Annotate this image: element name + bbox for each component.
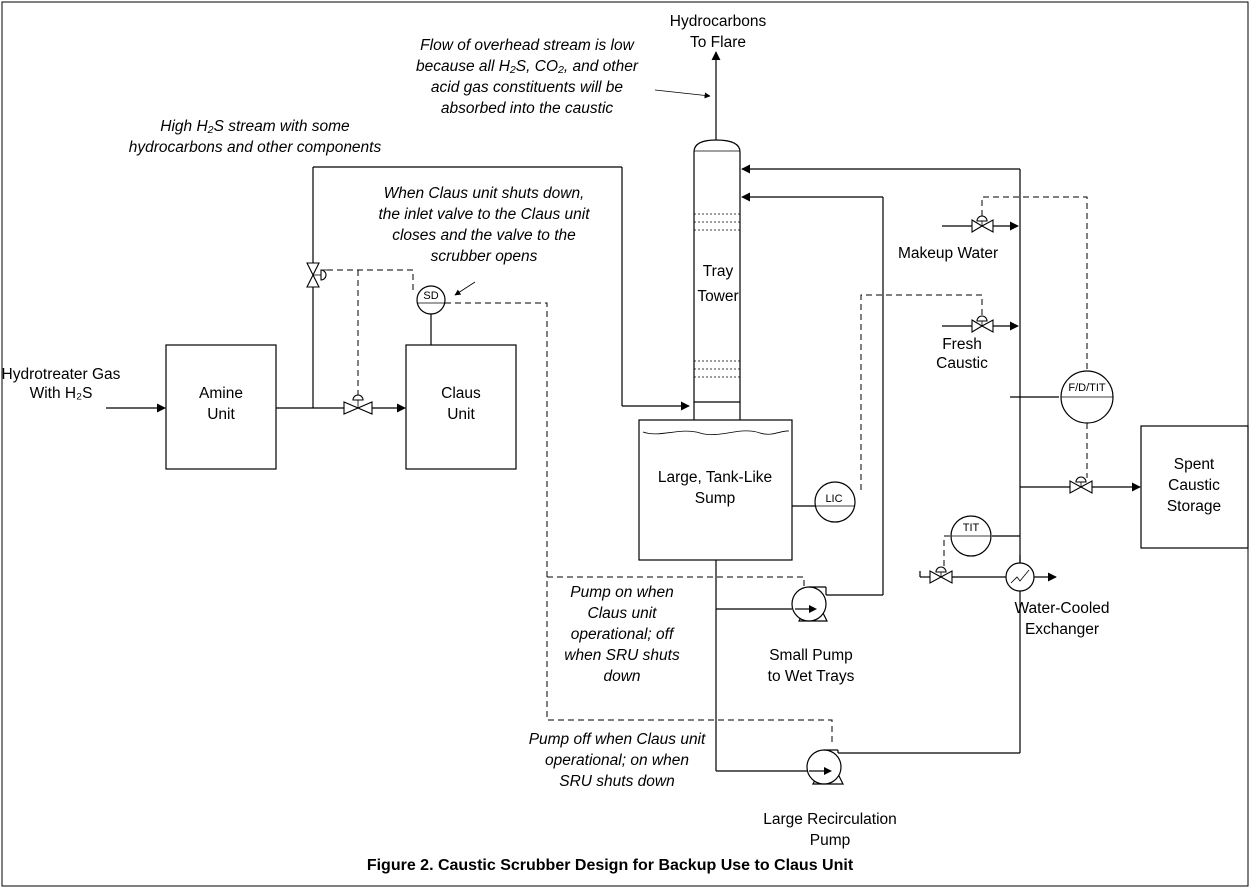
- small-pump[interactable]: [791, 586, 828, 622]
- sump-vessel: [638, 419, 793, 561]
- tray-tower: [693, 139, 741, 403]
- spent-caustic-storage-box: [1140, 425, 1249, 549]
- fdtit-instrument: [1060, 370, 1114, 424]
- sd-instrument: [416, 285, 446, 315]
- spent-caustic-valve[interactable]: [1069, 476, 1093, 494]
- sump-liquid-level: [642, 430, 790, 436]
- claus-inlet-valve[interactable]: [343, 394, 373, 415]
- claus-note-pointer: [454, 281, 476, 296]
- claus-unit-box: [405, 344, 517, 470]
- cooling-water-valve[interactable]: [929, 566, 953, 584]
- fdtit-label: F/D/TIT: [1068, 382, 1106, 394]
- tit-instrument: [950, 515, 992, 557]
- makeup-water-valve[interactable]: [971, 215, 994, 233]
- tit-label: TIT: [963, 522, 980, 534]
- overhead-note-pointer: [654, 89, 711, 99]
- water-cooled-exchanger: [1005, 562, 1035, 592]
- process-lines: [106, 51, 1141, 772]
- signal-lines: [327, 196, 1088, 745]
- amine-unit-box: [165, 344, 277, 470]
- sd-label: SD: [423, 290, 438, 302]
- large-recirculation-pump[interactable]: [806, 749, 844, 785]
- bypass-valve[interactable]: [306, 262, 327, 288]
- lic-label: LIC: [825, 493, 842, 505]
- lic-instrument: [814, 481, 856, 523]
- claus-shutdown-note: When Claus unit shuts down,the inlet val…: [378, 185, 590, 265]
- makeup-water-label: Makeup Water: [898, 245, 998, 262]
- fresh-caustic-valve[interactable]: [971, 315, 994, 333]
- figure-caption: Figure 2. Caustic Scrubber Design for Ba…: [367, 857, 854, 874]
